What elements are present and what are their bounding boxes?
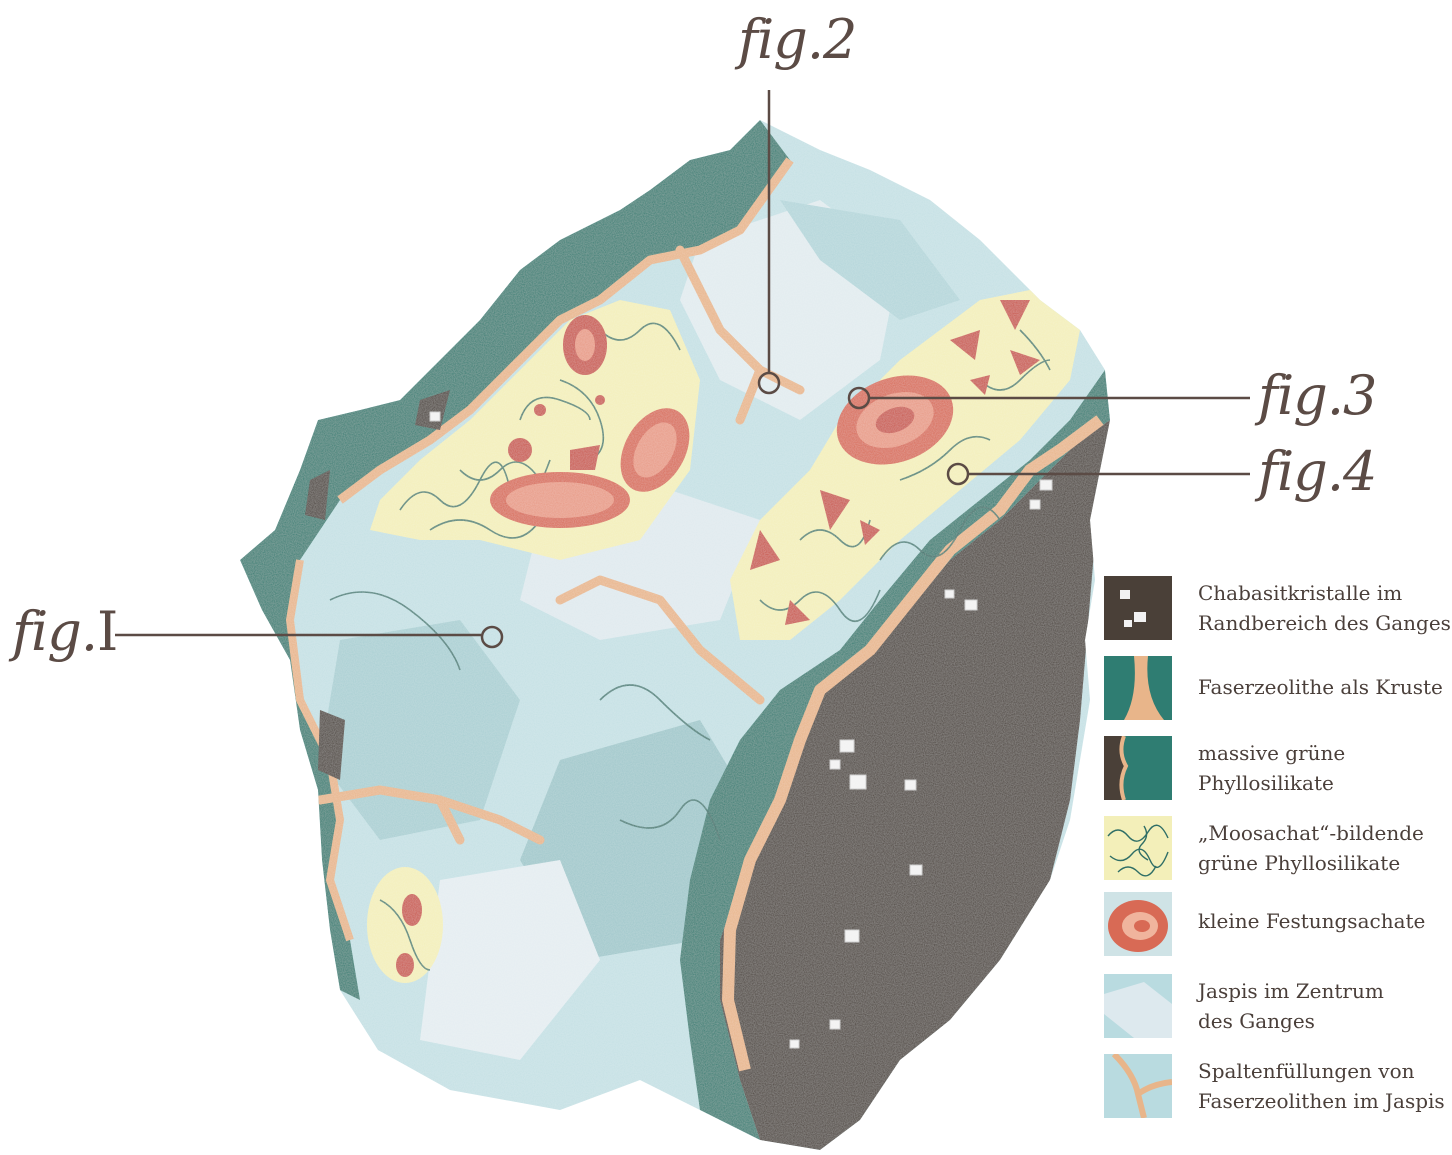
legend-item-chabasite: Chabasitkristalle im Randbereich des Gan… [1104,576,1444,640]
legend-line: Chabasitkristalle im [1198,578,1448,608]
legend-line: massive grüne [1198,738,1448,768]
fortification-agate-swatch [1104,892,1172,956]
legend-line: des Ganges [1198,1006,1448,1036]
legend-item-fracture-fill: Spaltenfüllungen von Faserzeolithen im J… [1104,1054,1444,1118]
jasper-swatch [1104,974,1172,1038]
legend-item-fortification-agate: kleine Festungsachate [1104,892,1444,956]
fig4-label: fig.4 [1258,440,1376,503]
legend-line: grüne Phyllosilikate [1198,848,1448,878]
fracture-fill-swatch [1104,1054,1172,1118]
chabasite-swatch [1104,576,1172,640]
moss-agate-swatch [1104,816,1172,880]
fiber-zeolite-swatch [1104,656,1172,720]
legend-line: „Moosachat“-bildende [1198,818,1448,848]
legend-line: kleine Festungsachate [1198,906,1448,936]
fig1-label: fig.I [12,600,117,663]
legend-line: Phyllosilikate [1198,768,1448,798]
legend-item-jasper: Jaspis im Zentrum des Ganges [1104,974,1444,1038]
fig2-label: fig.2 [738,8,856,71]
legend-item-fiber-zeolite: Faserzeolithe als Kruste [1104,656,1444,720]
legend-line: Faserzeolithen im Jaspis [1198,1086,1448,1116]
legend-line: Faserzeolithe als Kruste [1198,672,1448,702]
legend-item-green-phyllosilicate: massive grüne Phyllosilikate [1104,736,1444,800]
legend-line: Spaltenfüllungen von [1198,1056,1448,1086]
fig3-label: fig.3 [1258,364,1376,427]
legend-item-moss-agate: „Moosachat“-bildende grüne Phyllosilikat… [1104,816,1444,880]
legend-line: Randbereich des Ganges [1198,608,1448,638]
legend-line: Jaspis im Zentrum [1198,976,1448,1006]
green-phyllosilicate-swatch [1104,736,1172,800]
